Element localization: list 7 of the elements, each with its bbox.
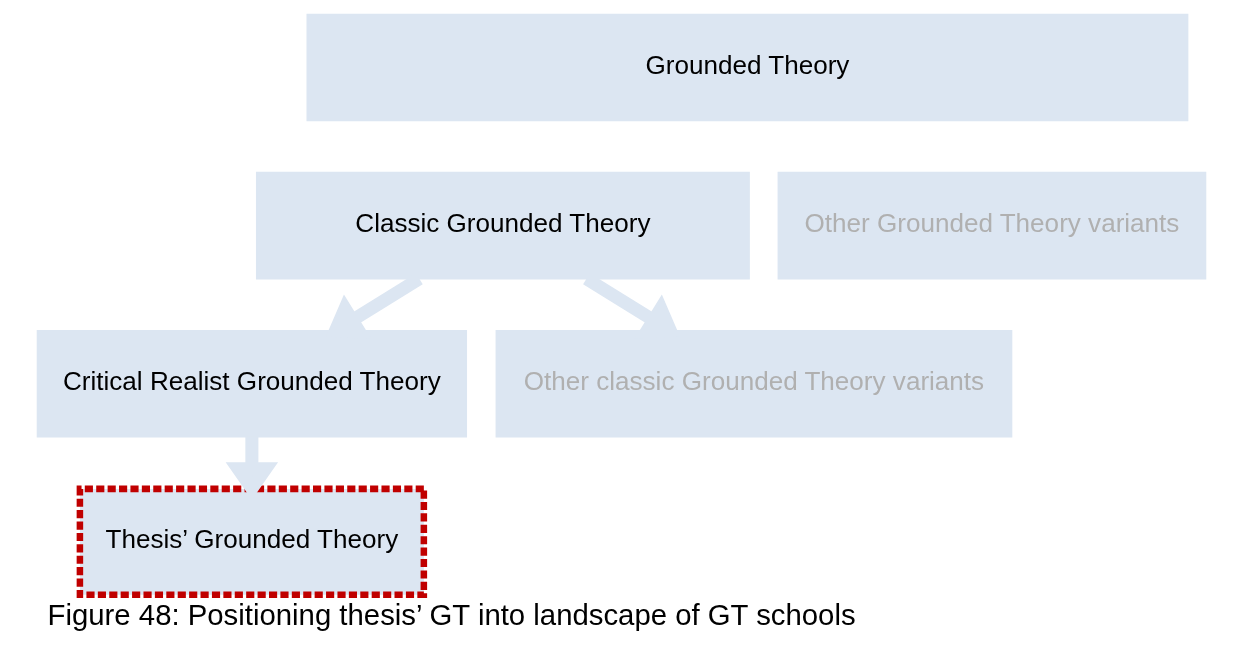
node-box: Other Grounded Theory variants: [777, 171, 1206, 280]
node-box: Other classic Grounded Theory variants: [495, 329, 1012, 438]
node-box: Grounded Theory: [306, 13, 1188, 122]
node-box: Thesis’ Grounded Theory: [76, 485, 427, 599]
caption: Figure 48: Positioning thesis’ GT into landscape of GT schools: [47, 597, 856, 631]
node-box: Critical Realist Grounded Theory: [36, 329, 467, 438]
node-box: Classic Grounded Theory: [255, 171, 750, 280]
